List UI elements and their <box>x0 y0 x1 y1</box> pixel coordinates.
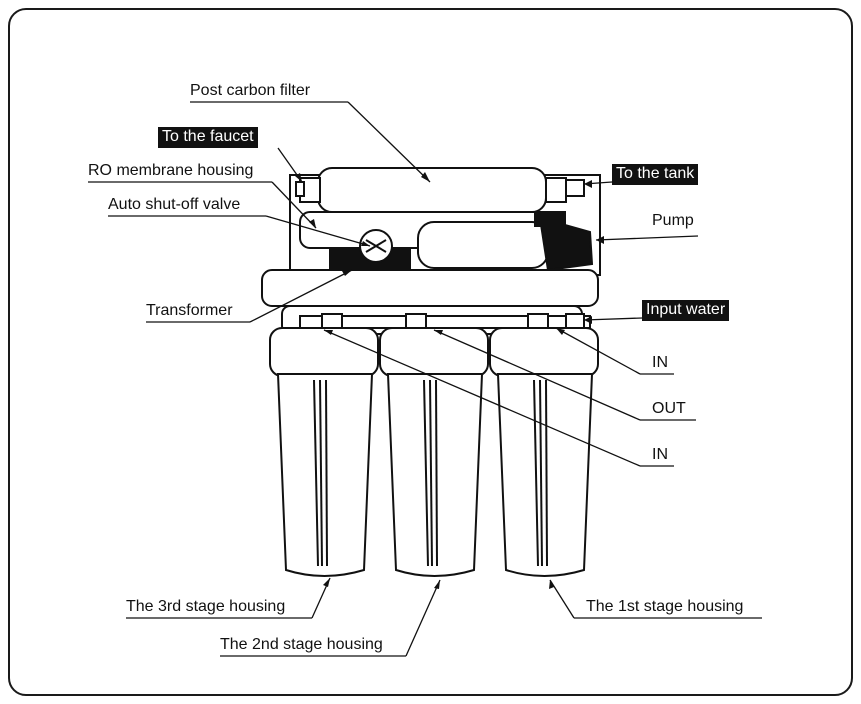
label-post-carbon-filter: Post carbon filter <box>190 82 311 99</box>
label-auto-shutoff-valve: Auto shut-off valve <box>108 196 241 213</box>
label-ro-membrane-housing: RO membrane housing <box>88 162 254 179</box>
label-input-water: Input water <box>642 300 730 321</box>
label-transformer: Transformer <box>146 302 233 319</box>
label-first-stage-housing: The 1st stage housing <box>586 598 744 615</box>
label-in-upper: IN <box>652 354 668 371</box>
pump <box>417 221 549 269</box>
label-out: OUT <box>652 400 686 417</box>
housing-shelf <box>261 269 599 307</box>
post-carbon-filter <box>317 167 547 213</box>
first-stage-housing <box>489 327 599 577</box>
third-stage-housing <box>269 327 379 577</box>
label-to-the-tank: To the tank <box>612 164 699 185</box>
tank-fitting <box>565 179 585 197</box>
second-stage-housing <box>379 327 489 577</box>
label-in-lower: IN <box>652 446 668 463</box>
arrowheads <box>295 172 604 589</box>
label-third-stage-housing: The 3rd stage housing <box>126 598 286 615</box>
faucet-fitting <box>295 181 305 197</box>
leader-lines <box>88 101 762 657</box>
label-second-stage-housing: The 2nd stage housing <box>220 636 383 653</box>
label-pump: Pump <box>652 212 694 229</box>
label-to-the-faucet: To the faucet <box>158 127 258 148</box>
